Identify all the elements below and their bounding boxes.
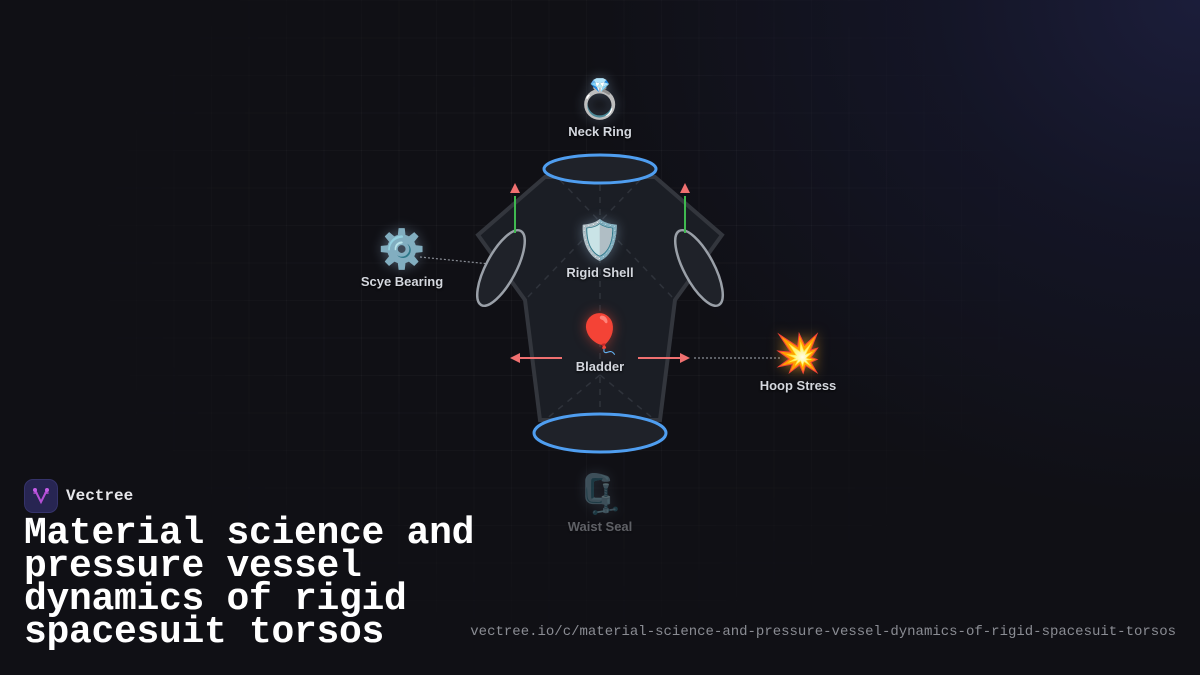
node-label: Bladder [575,359,625,374]
branching-tree-icon [24,479,58,513]
node-label: Scye Bearing [360,274,444,289]
gear-icon: ⚙️ [378,229,426,271]
clamp-icon: 🗜️ [576,474,624,516]
right-scye-bearing [673,229,725,307]
hoop-force-arrows [510,353,690,363]
waist-ring-outline [532,412,668,454]
brand-name: Vectree [66,487,134,505]
node-label: Waist Seal [567,519,633,534]
node-scye-bearing[interactable]: ⚙️ Scye Bearing [361,228,443,289]
node-rigid-shell[interactable]: 🛡️ Rigid Shell [566,219,633,280]
node-hoop-stress[interactable]: 💥 Hoop Stress [760,332,837,393]
left-scye-bearing [475,229,527,307]
node-label: Hoop Stress [759,378,837,393]
shield-icon: 🛡️ [576,220,624,262]
balloon-icon: 🎈 [576,314,624,356]
neck-ring-outline [542,153,658,185]
node-label: Neck Ring [568,124,632,139]
brand: Vectree [24,479,133,513]
node-waist-seal[interactable]: 🗜️ Waist Seal [568,473,633,534]
collision-icon: 💥 [774,333,822,375]
page-title: Material science and pressure vessel dyn… [24,512,475,654]
internal-structure-lines [524,179,676,421]
page-url[interactable]: vectree.io/c/material-science-and-pressu… [470,624,1176,640]
upward-force-arrows [510,183,690,233]
ring-icon: 💍 [576,79,624,121]
node-neck-ring[interactable]: 💍 Neck Ring [568,78,632,139]
node-bladder[interactable]: 🎈 Bladder [576,313,624,374]
node-label: Rigid Shell [566,265,634,280]
